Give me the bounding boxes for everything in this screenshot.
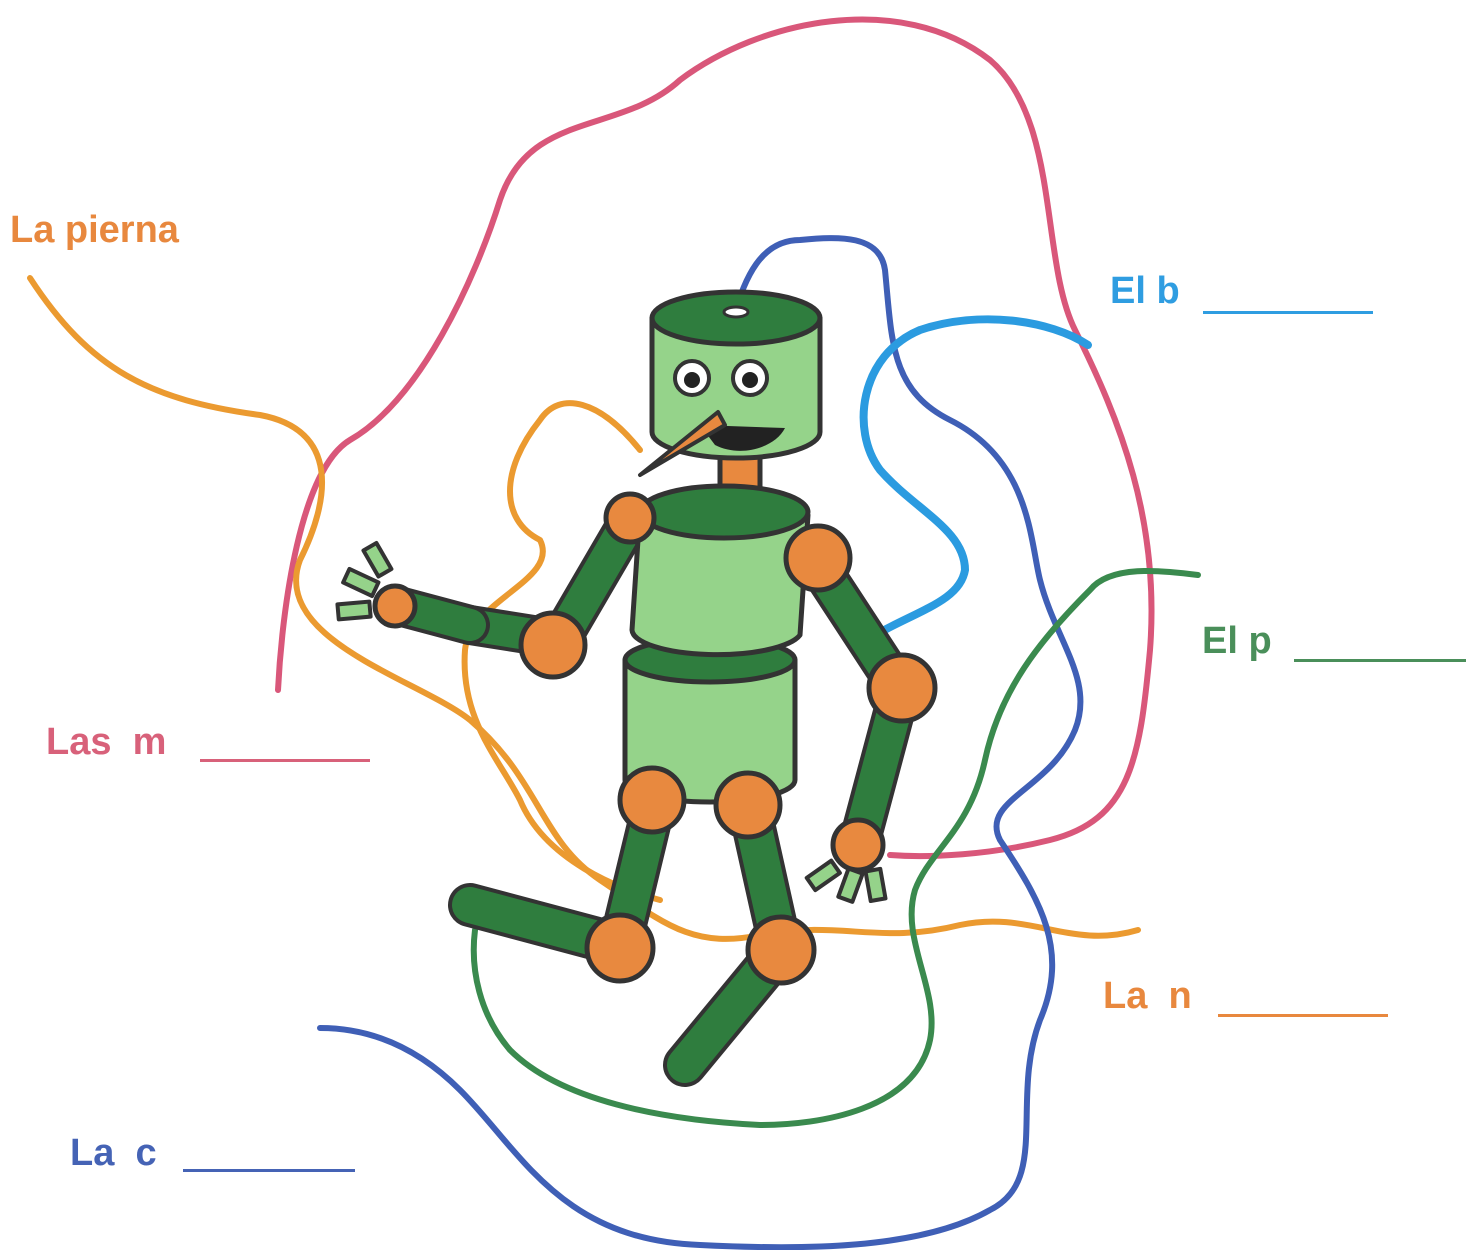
label-hands: Las m [46, 723, 166, 761]
label-nose: La n [1103, 977, 1192, 1015]
answer-blank-mouth[interactable] [1203, 311, 1373, 314]
label-head: La c [70, 1134, 157, 1172]
answer-blank-hands[interactable] [200, 759, 370, 762]
label-mouth: El b [1110, 272, 1180, 310]
answer-blank-nose[interactable] [1218, 1014, 1388, 1017]
answer-blank-feet[interactable] [1294, 659, 1466, 662]
label-feet: El p [1202, 622, 1272, 660]
puppet-robot-illustration [337, 292, 935, 1065]
label-leg: La pierna [10, 211, 179, 249]
answer-blank-head[interactable] [183, 1169, 355, 1172]
